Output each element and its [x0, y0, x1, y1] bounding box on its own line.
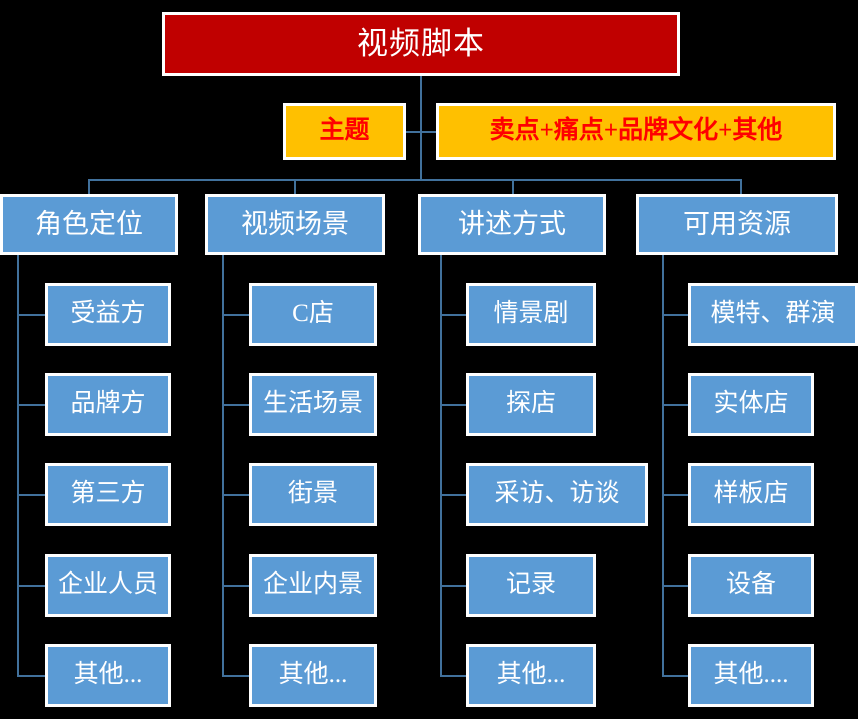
- connector-topic-stem: [420, 131, 422, 180]
- connector-stub-4-1: [662, 314, 690, 316]
- connector-stub-2-1: [222, 314, 250, 316]
- connector-stub-2-3: [222, 494, 250, 496]
- category-node-video-scene[interactable]: 视频场景: [205, 194, 385, 255]
- topic-node-theme[interactable]: 主题: [283, 103, 406, 160]
- leaf-node-models-extras[interactable]: 模特、群演: [688, 283, 858, 346]
- leaf-node-other-col-3[interactable]: 其他...: [466, 644, 596, 707]
- connector-stub-2-5: [222, 675, 250, 677]
- root-node-video-script[interactable]: 视频脚本: [162, 12, 680, 76]
- connector-category-bus: [89, 179, 742, 181]
- category-node-narration-style[interactable]: 讲述方式: [418, 194, 606, 255]
- leaf-node-brand-side[interactable]: 品牌方: [45, 373, 171, 436]
- leaf-node-street-scene[interactable]: 街景: [249, 463, 377, 526]
- connector-stub-4-3: [662, 494, 690, 496]
- connector-stub-3-1: [440, 314, 468, 316]
- connector-spine-col-2: [222, 255, 224, 675]
- leaf-node-other-col-4[interactable]: 其他....: [688, 644, 814, 707]
- leaf-node-third-party[interactable]: 第三方: [45, 463, 171, 526]
- leaf-node-interview[interactable]: 采访、访谈: [466, 463, 648, 526]
- connector-stub-2-2: [222, 404, 250, 406]
- leaf-node-c-store[interactable]: C店: [249, 283, 377, 346]
- connector-category-drop-1: [88, 179, 90, 195]
- leaf-node-store-visit[interactable]: 探店: [466, 373, 596, 436]
- connector-spine-col-4: [662, 255, 664, 675]
- connector-root-stem: [420, 76, 422, 132]
- leaf-node-company-staff[interactable]: 企业人员: [45, 554, 171, 617]
- connector-stub-3-3: [440, 494, 468, 496]
- connector-stub-1-5: [17, 675, 45, 677]
- leaf-node-model-store[interactable]: 样板店: [688, 463, 814, 526]
- leaf-node-equipment[interactable]: 设备: [688, 554, 814, 617]
- category-node-role-positioning[interactable]: 角色定位: [0, 194, 178, 255]
- connector-stub-1-4: [17, 585, 45, 587]
- connector-category-drop-4: [740, 179, 742, 195]
- connector-stub-3-5: [440, 675, 468, 677]
- leaf-node-documentary[interactable]: 记录: [466, 554, 596, 617]
- category-node-available-resources[interactable]: 可用资源: [636, 194, 838, 255]
- leaf-node-sitcom[interactable]: 情景剧: [466, 283, 596, 346]
- leaf-node-life-scene[interactable]: 生活场景: [249, 373, 377, 436]
- connector-category-drop-3: [512, 179, 514, 195]
- connector-spine-col-1: [17, 255, 19, 675]
- connector-stub-1-2: [17, 404, 45, 406]
- connector-stub-3-4: [440, 585, 468, 587]
- connector-stub-3-2: [440, 404, 468, 406]
- connector-category-drop-2: [294, 179, 296, 195]
- leaf-node-other-col-2[interactable]: 其他...: [249, 644, 377, 707]
- connector-spine-col-3: [440, 255, 442, 675]
- connector-stub-4-2: [662, 404, 690, 406]
- leaf-node-other-col-1[interactable]: 其他...: [45, 644, 171, 707]
- connector-stub-1-1: [17, 314, 45, 316]
- connector-stub-2-4: [222, 585, 250, 587]
- connector-stub-4-5: [662, 675, 690, 677]
- leaf-node-company-interior[interactable]: 企业内景: [249, 554, 377, 617]
- connector-stub-1-3: [17, 494, 45, 496]
- connector-stub-4-4: [662, 585, 690, 587]
- topic-node-selling-points[interactable]: 卖点+痛点+品牌文化+其他: [436, 103, 836, 160]
- leaf-node-physical-store[interactable]: 实体店: [688, 373, 814, 436]
- leaf-node-beneficiary[interactable]: 受益方: [45, 283, 171, 346]
